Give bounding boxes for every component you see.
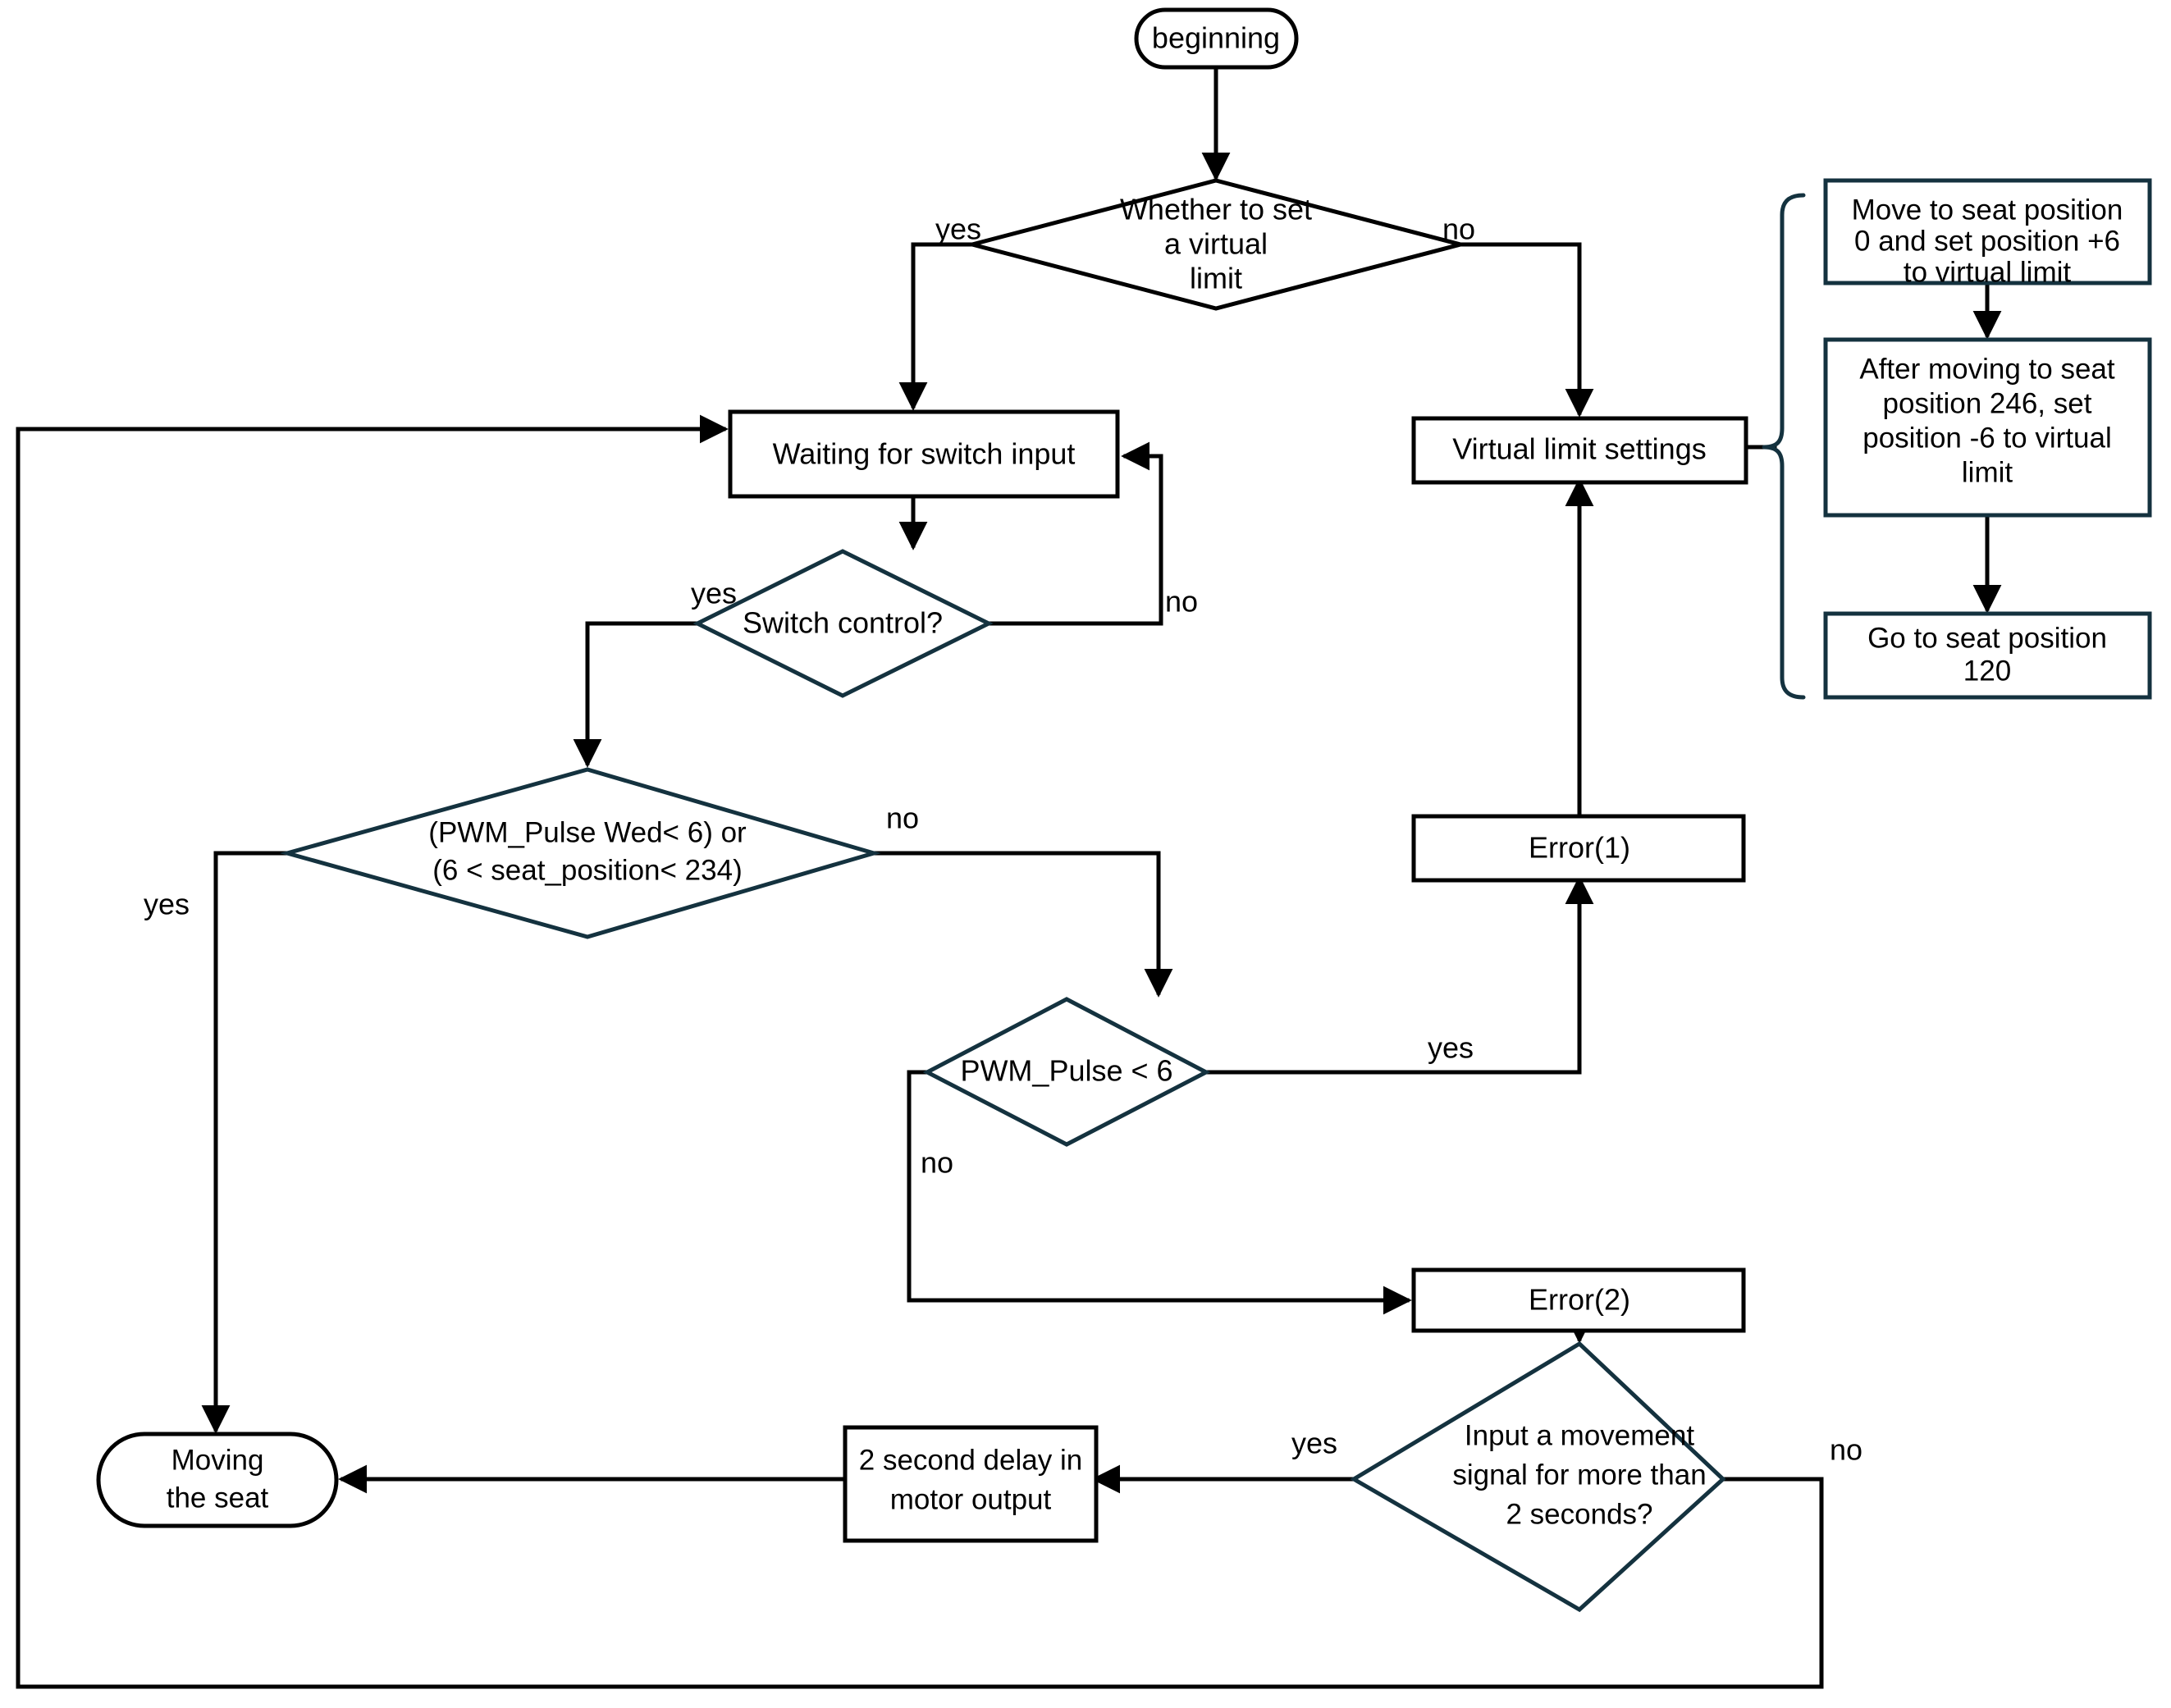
switch-control-shape xyxy=(692,549,994,698)
pwm-or-seat-shape xyxy=(279,767,881,939)
node-input-movement-signal[interactable]: Input a movement signal for more than 2 … xyxy=(1350,1340,1726,1613)
label-pwm-lt6-yes: yes xyxy=(1428,1031,1474,1065)
curly-brace xyxy=(1762,193,1806,700)
node-switch-control[interactable]: Switch control? xyxy=(692,549,994,698)
node-virtual-limit-settings[interactable]: Virtual limit settings xyxy=(1411,416,1748,485)
pwm-or-seat-line1: (PWM_Pulse Wed< 6) or xyxy=(428,816,747,848)
label-input-movement-no: no xyxy=(1830,1433,1862,1467)
node-beginning[interactable]: beginning xyxy=(1134,7,1299,70)
move-seat-0-line3: to virtual limit xyxy=(1904,256,2071,288)
edge-decision-no-to-virtual-limit xyxy=(1458,242,1594,418)
error1-label: Error(1) xyxy=(1529,831,1630,865)
label-switch-control-no: no xyxy=(1165,585,1198,619)
input-movement-shape xyxy=(1350,1340,1726,1613)
pwm-lt6-label: PWM_Pulse < 6 xyxy=(960,1054,1172,1088)
move-seat-0-shape xyxy=(1823,178,2152,285)
edge-switch-yes-to-pwm-or-seat xyxy=(573,621,700,768)
label-pwm-lt6-no: no xyxy=(921,1146,953,1180)
node-after-moving-246[interactable]: After moving to seat position 246, set p… xyxy=(1823,337,2152,518)
node-move-seat-position-0[interactable]: Move to seat position 0 and set position… xyxy=(1823,178,2152,288)
label-input-movement-yes: yes xyxy=(1291,1427,1337,1460)
switch-control-label: Switch control? xyxy=(743,606,943,640)
beginning-shape xyxy=(1134,7,1299,70)
error1-shape xyxy=(1411,814,1746,883)
moving-seat-line1: Moving xyxy=(171,1444,264,1476)
node-go-to-seat-120[interactable]: Go to seat position 120 xyxy=(1823,611,2152,700)
edge-pwm-or-seat-no-to-pwm-lt6 xyxy=(871,851,1173,998)
node-error-2[interactable]: Error(2) xyxy=(1411,1267,1746,1333)
edge-pwm-lt6-yes-to-error1 xyxy=(1204,875,1594,1075)
pwm-lt6-shape xyxy=(922,997,1211,1147)
node-whether-virtual-limit[interactable]: Whether to set a virtual limit xyxy=(964,178,1469,311)
edge-decision-yes-to-waiting xyxy=(898,242,975,411)
input-movement-line2: signal for more than xyxy=(1452,1459,1706,1491)
after-moving-246-line1: After moving to seat xyxy=(1859,353,2115,385)
after-moving-246-shape xyxy=(1823,337,2152,518)
delay-2s-shape xyxy=(843,1425,1099,1543)
input-movement-line3: 2 seconds? xyxy=(1506,1498,1652,1530)
waiting-switch-shape xyxy=(728,409,1120,499)
whether-virtual-limit-shape xyxy=(964,178,1469,311)
pwm-or-seat-line2: (6 < seat_position< 234) xyxy=(432,854,742,886)
moving-seat-shape xyxy=(96,1432,339,1528)
waiting-switch-label: Waiting for switch input xyxy=(773,437,1076,471)
node-pwm-or-seat-position[interactable]: (PWM_Pulse Wed< 6) or (6 < seat_position… xyxy=(279,767,881,939)
input-movement-line1: Input a movement xyxy=(1465,1419,1694,1451)
virtual-limit-settings-shape xyxy=(1411,416,1748,485)
whether-virtual-limit-line1: Whether to set xyxy=(1120,193,1312,226)
error2-label: Error(2) xyxy=(1529,1283,1630,1317)
node-error-1[interactable]: Error(1) xyxy=(1411,814,1746,883)
label-pwm-or-seat-yes: yes xyxy=(144,888,190,921)
label-virtual-limit-no: no xyxy=(1442,212,1475,246)
label-virtual-limit-yes: yes xyxy=(935,212,981,246)
moving-seat-line2: the seat xyxy=(167,1482,269,1514)
edge-pwm-or-seat-yes-to-moving xyxy=(201,851,290,1434)
node-waiting-switch-input[interactable]: Waiting for switch input xyxy=(728,409,1120,499)
go-to-120-line1: Go to seat position xyxy=(1867,622,2107,654)
after-moving-246-line4: limit xyxy=(1962,456,2013,488)
whether-virtual-limit-line3: limit xyxy=(1190,262,1242,295)
edge-input-movement-no-outer-loop xyxy=(16,427,1824,1689)
delay-2s-line1: 2 second delay in xyxy=(859,1444,1082,1476)
virtual-limit-settings-label: Virtual limit settings xyxy=(1452,432,1706,466)
node-pwm-pulse-lt-6[interactable]: PWM_Pulse < 6 xyxy=(922,997,1211,1147)
edge-switch-no-to-waiting xyxy=(986,441,1163,626)
node-moving-the-seat[interactable]: Moving the seat xyxy=(96,1432,339,1528)
go-to-120-shape xyxy=(1823,611,2152,700)
label-pwm-or-seat-no: no xyxy=(886,801,919,835)
whether-virtual-limit-line2: a virtual xyxy=(1164,227,1268,261)
move-seat-0-line1: Move to seat position xyxy=(1852,194,2123,226)
after-moving-246-line3: position -6 to virtual xyxy=(1862,422,2111,454)
edge-pwm-lt6-no-to-error2 xyxy=(907,1070,1412,1315)
go-to-120-line2: 120 xyxy=(1963,655,2011,687)
delay-2s-line2: motor output xyxy=(890,1483,1052,1515)
node-two-second-delay[interactable]: 2 second delay in motor output xyxy=(843,1425,1099,1543)
error2-shape xyxy=(1411,1267,1746,1333)
label-switch-control-yes: yes xyxy=(691,577,737,610)
move-seat-0-line2: 0 and set position +6 xyxy=(1854,225,2120,257)
after-moving-246-line2: position 246, set xyxy=(1883,387,2092,419)
beginning-label: beginning xyxy=(1152,21,1280,55)
